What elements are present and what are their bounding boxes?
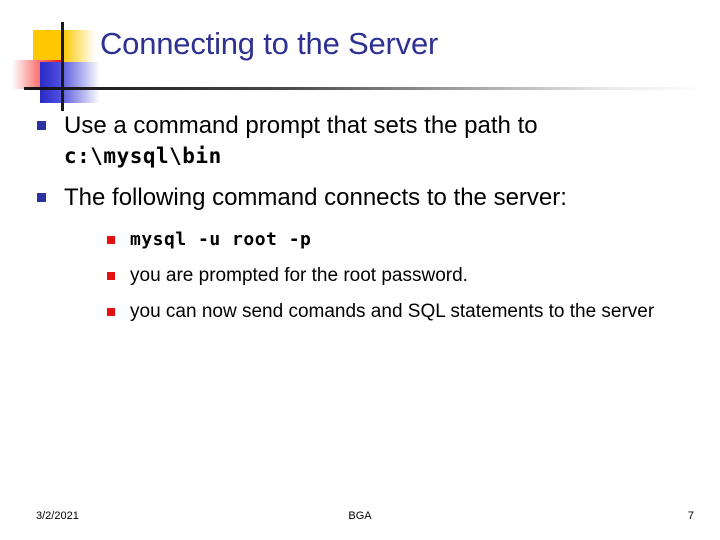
sub-bullet-list: mysql -u root -p you are prompted for th… (100, 227, 702, 324)
slide-body: Use a command prompt that sets the path … (30, 110, 702, 335)
bullet-level1: Use a command prompt that sets the path … (30, 110, 702, 172)
decoration-vertical-line (61, 22, 64, 111)
footer-center-label: BGA (348, 510, 372, 522)
bullet-level2: mysql -u root -p (100, 227, 702, 252)
decoration-yellow-block (33, 30, 95, 63)
bullet-level1: The following command connects to the se… (30, 182, 702, 324)
bullet-level2-text: you are prompted for the root password. (130, 265, 468, 286)
bullet-level2: you are prompted for the root password. (100, 263, 702, 288)
bullet-level1-text: The following command connects to the se… (64, 184, 567, 211)
decoration-red-block (12, 60, 63, 89)
sub-bullet-square-icon (107, 308, 115, 316)
bullet-square-icon (37, 121, 46, 130)
bullet-level1-mono-text: c:\mysql\bin (64, 144, 222, 168)
footer-date: 3/2/2021 (36, 510, 79, 522)
bullet-level2: you can now send comands and SQL stateme… (100, 299, 702, 324)
slide-footer: 3/2/2021 BGA 7 (0, 510, 720, 528)
sub-bullet-square-icon (107, 236, 115, 244)
footer-page-number: 7 (687, 510, 694, 522)
slide-title: Connecting to the Server (100, 26, 439, 61)
title-divider-rule (30, 87, 708, 90)
decoration-blue-block (40, 62, 100, 103)
bullet-level2-text: you can now send comands and SQL stateme… (130, 301, 655, 322)
sub-bullet-square-icon (107, 272, 115, 280)
bullet-level1-text: Use a command prompt that sets the path … (64, 112, 538, 139)
bullet-level2-text: mysql -u root -p (130, 229, 312, 250)
bullet-square-icon (37, 193, 46, 202)
